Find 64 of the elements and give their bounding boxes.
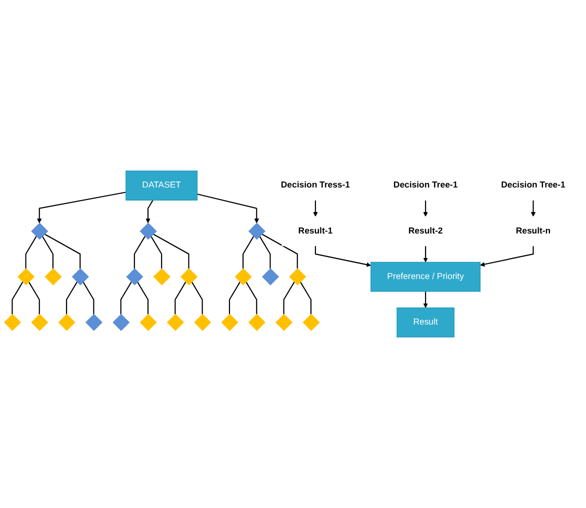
arrow — [423, 291, 428, 308]
connector — [44, 234, 81, 269]
connector — [150, 236, 162, 269]
connector — [191, 282, 203, 314]
node-diamond — [31, 314, 48, 331]
arrow — [197, 194, 260, 224]
arrow — [313, 200, 318, 217]
node-diamond — [18, 268, 35, 286]
node-diamond — [302, 314, 320, 331]
connector — [82, 282, 94, 314]
node-diamond — [289, 268, 306, 286]
connector — [66, 282, 78, 314]
node-text: Result-1 — [298, 226, 333, 236]
node-diamond — [194, 314, 212, 331]
arrow — [146, 200, 154, 224]
connector — [25, 236, 37, 269]
node-diamond — [221, 314, 238, 331]
node-text: Decision Tress-1 — [280, 180, 350, 190]
node-text: Decision Tree-1 — [501, 180, 566, 190]
arrow — [314, 246, 372, 267]
node-diamond — [31, 222, 48, 240]
connector — [283, 282, 295, 314]
connector — [42, 236, 54, 269]
arrow — [36, 192, 126, 224]
node-diamond — [276, 314, 293, 331]
connector — [300, 282, 312, 314]
connector — [242, 236, 254, 269]
connector — [120, 282, 132, 314]
node-diamond — [140, 314, 157, 331]
node-diamond — [112, 314, 130, 331]
arrow — [480, 246, 534, 267]
node-diamond — [85, 314, 102, 331]
node-diamond — [58, 314, 76, 331]
node-diamond — [4, 314, 22, 331]
node-diamond — [44, 268, 62, 286]
node-diamond — [153, 268, 170, 286]
connector — [28, 282, 40, 314]
connector — [12, 282, 24, 314]
node-diamond — [72, 268, 89, 286]
node-diamond — [140, 222, 157, 240]
arrow — [423, 200, 428, 217]
connector — [246, 282, 258, 314]
node-text: Result-2 — [408, 226, 443, 236]
connector — [174, 282, 186, 314]
connector — [259, 236, 271, 269]
node-text: Decision Tree-1 — [393, 180, 458, 190]
node-diamond — [166, 314, 184, 331]
node-box: Result — [396, 308, 454, 338]
connector — [228, 282, 240, 314]
node-box: Preference / Priority — [370, 262, 481, 292]
node-diamond — [248, 314, 266, 331]
node-diamond — [126, 268, 144, 286]
arrow — [423, 246, 428, 262]
connector — [152, 234, 190, 269]
node-box: DATASET — [126, 170, 198, 200]
connector — [137, 282, 149, 314]
node-diamond — [248, 222, 266, 240]
node-text: Result-n — [516, 226, 551, 236]
node-diamond — [180, 268, 198, 286]
connector — [134, 236, 146, 269]
arrow — [530, 200, 536, 217]
node-diamond — [262, 268, 280, 286]
connector — [262, 234, 298, 269]
node-diamond — [234, 268, 252, 286]
